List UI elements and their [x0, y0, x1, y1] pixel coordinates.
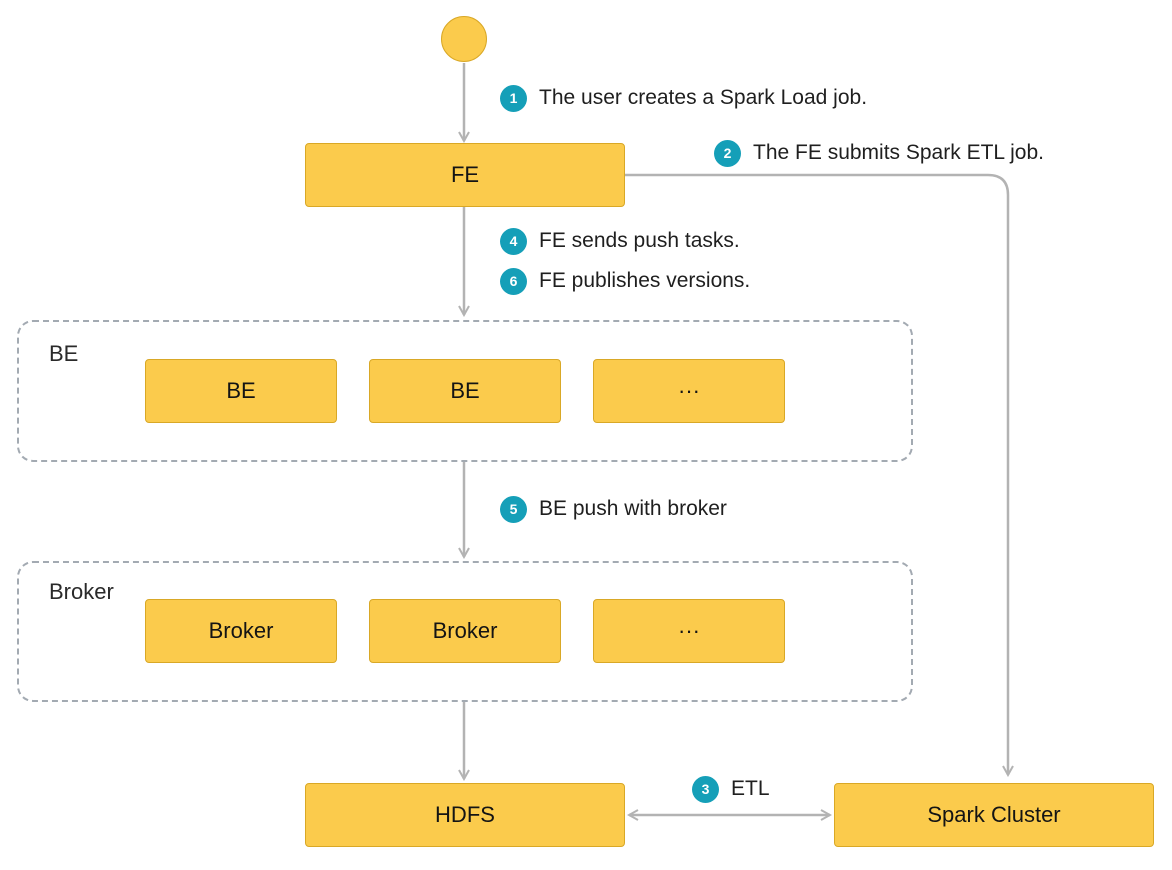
- step-text: FE sends push tasks.: [539, 229, 740, 252]
- broker-node-label: ···: [678, 618, 700, 643]
- step-number-badge: 2: [714, 139, 741, 167]
- broker-node-more: ···: [593, 599, 785, 663]
- step-number-badge: 3: [692, 775, 719, 803]
- step-3: 3 ETL: [692, 774, 770, 804]
- be-node-label: ···: [678, 378, 700, 403]
- step-number-badge: 6: [500, 267, 527, 295]
- start-node: [441, 16, 487, 62]
- spark-cluster-node: Spark Cluster: [834, 783, 1154, 847]
- hdfs-node: HDFS: [305, 783, 625, 847]
- hdfs-node-label: HDFS: [435, 802, 495, 827]
- step-number-badge: 5: [500, 495, 527, 523]
- broker-node-label: Broker: [208, 618, 274, 643]
- fe-node: FE: [305, 143, 625, 207]
- broker-node-2: Broker: [369, 599, 561, 663]
- arrow-fe-to-spark: [625, 173, 1008, 775]
- step-1: 1 The user creates a Spark Load job.: [500, 83, 867, 113]
- step-text: The user creates a Spark Load job.: [539, 86, 868, 109]
- step-2: 2 The FE submits Spark ETL job.: [714, 138, 1044, 168]
- step-text: The FE submits Spark ETL job.: [753, 141, 1044, 164]
- be-node-more: ···: [593, 359, 785, 423]
- broker-group: [17, 561, 913, 702]
- step-6: 6 FE publishes versions.: [500, 266, 750, 296]
- step-number-badge: 4: [500, 227, 527, 255]
- broker-node-label: Broker: [432, 618, 498, 643]
- step-4: 4 FE sends push tasks.: [500, 226, 740, 256]
- fe-node-label: FE: [450, 162, 480, 187]
- step-text: BE push with broker: [539, 497, 727, 520]
- step-number-badge: 1: [500, 84, 527, 112]
- be-group-label: BE: [49, 341, 79, 366]
- step-text: FE publishes versions.: [539, 269, 751, 292]
- be-group: [17, 320, 913, 462]
- broker-node-1: Broker: [145, 599, 337, 663]
- be-node-2: BE: [369, 359, 561, 423]
- step-text: ETL: [731, 777, 770, 800]
- spark-cluster-node-label: Spark Cluster: [927, 802, 1061, 827]
- be-node-1: BE: [145, 359, 337, 423]
- be-node-label: BE: [450, 378, 480, 403]
- be-node-label: BE: [226, 378, 256, 403]
- step-5: 5 BE push with broker: [500, 494, 727, 524]
- broker-group-label: Broker: [49, 579, 114, 604]
